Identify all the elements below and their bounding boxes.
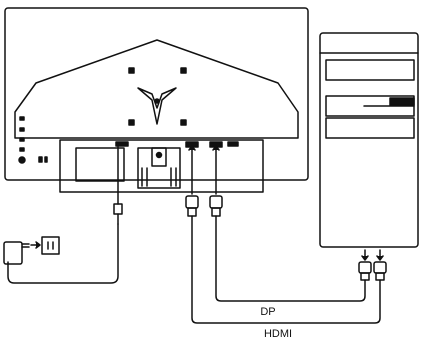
audio-port	[227, 141, 239, 147]
power-input-port	[115, 141, 129, 147]
dp-label: DP	[260, 306, 275, 318]
monitor-dp-connector	[209, 145, 223, 217]
monitor-back-shell	[14, 39, 299, 139]
arrow-to-outlet	[30, 241, 41, 249]
v-logo-icon	[137, 87, 177, 125]
monitor-frame	[4, 7, 309, 181]
drive-bay	[325, 59, 415, 81]
mount-hole	[128, 67, 135, 74]
pc-hdmi-connector	[373, 249, 387, 281]
pc-case	[319, 32, 419, 248]
port-panel-cover	[75, 147, 125, 182]
mount-hole	[180, 67, 187, 74]
pc-dp-connector	[358, 249, 372, 281]
wall-outlet-icon	[41, 236, 60, 255]
power-adapter-icon	[3, 241, 30, 265]
control-buttons	[18, 116, 48, 164]
hdmi-label: HDMI	[264, 328, 292, 340]
optical-drive-slot	[389, 97, 415, 106]
stand-bracket	[137, 147, 181, 189]
power-cable	[7, 146, 123, 284]
mount-hole	[128, 119, 135, 126]
dp-cable	[215, 215, 366, 302]
monitor-hdmi-connector	[185, 145, 199, 217]
monitor-back	[4, 7, 309, 193]
mount-hole	[180, 119, 187, 126]
hdmi-cable	[191, 215, 381, 324]
io-port-panel	[59, 139, 264, 193]
drive-bay	[325, 117, 415, 139]
pc-tower	[319, 32, 419, 248]
